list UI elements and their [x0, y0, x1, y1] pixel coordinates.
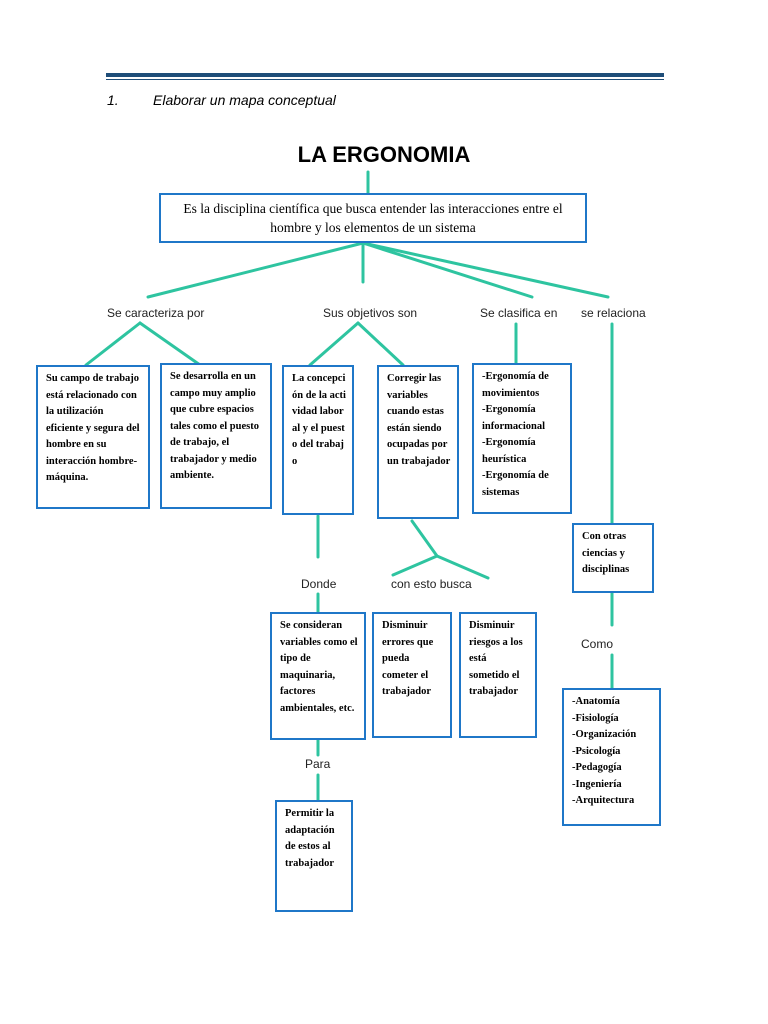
connector-corregir-stem	[410, 519, 439, 558]
ciencias-item: -Fisiología	[572, 712, 619, 724]
ciencias-item: -Anatomía	[572, 696, 620, 707]
box-campo-trabajo: Su campo de trabajo está relacionado con…	[36, 365, 150, 509]
heading-text: Elaborar un mapa conceptual	[153, 92, 336, 108]
label-se-caracteriza: Se caracteriza por	[107, 306, 205, 320]
box-disminuir-errores: Disminuir errores que pueda cometer el t…	[372, 612, 452, 738]
ciencias-item: -Pedagogía	[572, 762, 622, 773]
ciencias-item: -Psicología	[572, 745, 621, 757]
connector-busca-right	[435, 554, 490, 580]
box-adaptacion: Permitir la adaptación de estos al traba…	[275, 800, 353, 912]
connector-main-caracteriza	[146, 241, 365, 299]
box-otras-ciencias: Con otras ciencias y disciplinas	[572, 523, 654, 593]
definition-box: Es la disciplina científica que busca en…	[159, 193, 587, 243]
box-corregir: Corregir las variables cuando estas está…	[377, 365, 459, 519]
label-donde: Donde	[301, 577, 337, 591]
label-para: Para	[305, 757, 331, 771]
box-disminuir-riesgos: Disminuir riesgos a los está sometido el…	[459, 612, 537, 738]
clasificacion-item: -Ergonomía heurística	[482, 437, 536, 465]
box-ciencias: -Anatomía -Fisiología -Organización -Psi…	[562, 688, 661, 826]
connector-caracteriza-right	[138, 321, 202, 367]
connector-main-relaciona	[361, 241, 610, 299]
box-concepcion: La concepción de la actividad laboral y …	[282, 365, 354, 515]
ciencias-item: -Ingeniería	[572, 778, 622, 790]
connector-objetivos-left	[308, 321, 360, 367]
label-se-clasifica: Se clasifica en	[480, 306, 558, 320]
clasificacion-item: -Ergonomía de sistemas	[482, 470, 549, 498]
ciencias-item: -Organización	[572, 729, 637, 740]
clasificacion-item: -Ergonomía de movimientos	[482, 371, 549, 399]
label-como: Como	[581, 637, 614, 651]
label-con-esto-busca: con esto busca	[391, 577, 472, 591]
connector-main-clasifica	[361, 241, 534, 299]
label-se-relaciona: se relaciona	[581, 306, 646, 320]
connector-caracteriza-left	[84, 321, 142, 367]
ciencias-item: -Arquitectura	[572, 795, 635, 806]
label-sus-objetivos: Sus objetivos son	[323, 306, 418, 320]
heading-number: 1.	[107, 92, 119, 108]
clasificacion-item: -Ergonomía informacional	[482, 404, 545, 432]
header-rule-thin	[106, 79, 664, 80]
connector-busca-left	[391, 554, 439, 577]
map-title: LA ERGONOMIA	[297, 142, 471, 167]
connector-objetivos-right	[356, 321, 405, 367]
box-variables: Se consideran variables como el tipo de …	[270, 612, 366, 740]
header-rule	[106, 73, 664, 77]
box-campo-amplio: Se desarrolla en un campo muy amplio que…	[160, 363, 272, 509]
box-clasificacion: -Ergonomía de movimientos -Ergonomía inf…	[472, 363, 572, 514]
